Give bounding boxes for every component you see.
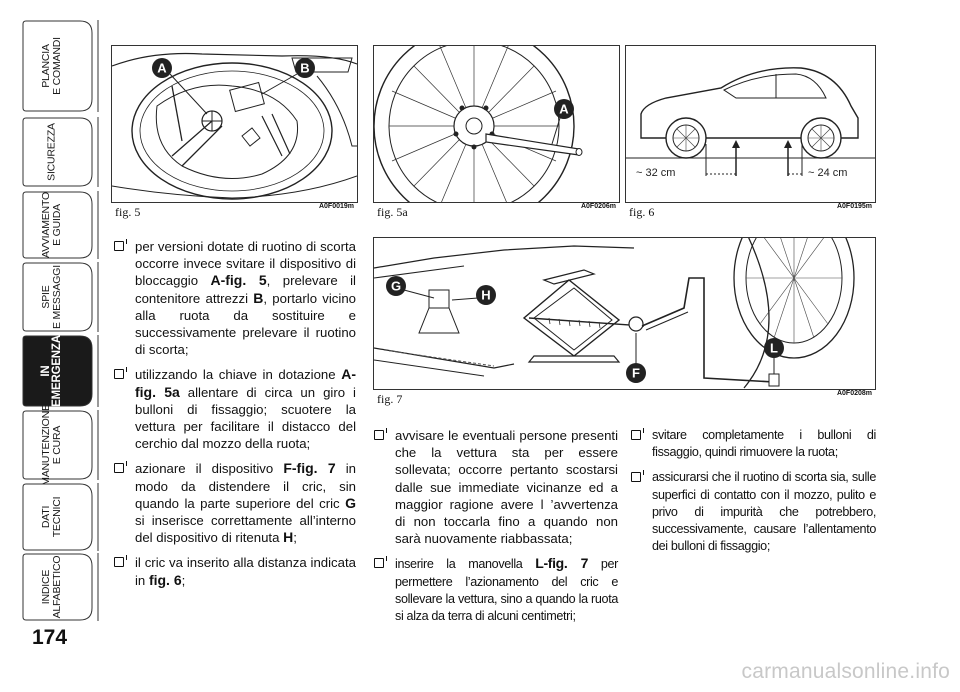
text-column-1: per versioni dotate di ruotino di scorta… [113,238,356,597]
sidebar-tab-4[interactable]: IN EMERGENZA [22,335,104,407]
list-item: assicurarsi che il ruotino di scorta sia… [630,469,876,555]
fig5-label-b: B [300,61,309,76]
list-item: utilizzando la chiave in dotazione A-fig… [113,366,356,452]
wheel-wrench-illustration: A [374,46,583,202]
checkbox-bullet-icon [114,367,127,380]
figure-6: ~ 32 cm ~ 24 cm fig. 6 A0F0195m [625,45,876,230]
checkbox-bullet-icon [631,428,644,440]
checkbox-bullet-icon [631,470,644,483]
figure-5: A B fig. 5 A0F0019m [111,45,358,230]
tab-shape [22,262,99,332]
sidebar-tab-0[interactable]: PLANCIA E COMANDI [22,20,104,112]
figure-7: G H F L fig. 7 A0F0208m [373,237,876,412]
checkbox-bullet-icon [114,555,127,568]
tab-shape [22,335,99,407]
fig7-label-l: L [770,341,778,356]
spare-wheel-illustration: A B [112,52,357,200]
chapter-sidebar: PLANCIA E COMANDI SICUREZZA AVVIAMENTO E G… [0,0,110,692]
tab-shape [22,483,99,551]
fig7-label-h: H [481,288,490,303]
checkbox-bullet-icon [114,461,127,474]
list-item: il cric va inserito alla distanza indica… [113,554,356,588]
sidebar-tab-label: SICUREZZA [45,123,58,181]
list-item: avvisare le eventuali persone presenti c… [373,427,618,547]
sidebar-tab-2[interactable]: AVVIAMENTO E GUIDA [22,191,104,259]
sidebar-tab-label: DATI TECNICI [40,496,63,538]
fig5-label-a: A [157,61,167,76]
tab-shape [22,117,99,187]
sidebar-tab-label: AVVIAMENTO E GUIDA [40,192,63,258]
fig5a-label-a: A [559,102,569,117]
figure-5-code: A0F0019m [318,203,354,210]
jack-operation-illustration: G H F L [374,238,855,389]
figure-6-caption: fig. 6 [629,205,655,219]
sidebar-tab-label: SPIE E MESSAGGI [40,265,63,329]
list-item: per versioni dotate di ruotino di scorta… [113,238,356,358]
list-item: azionare il dispositivo F-fig. 7 in modo… [113,460,356,546]
sidebar-tab-label: MANUTENZIONE E CURA [40,404,63,486]
figure-5a: A fig. 5a A0F0206m [373,45,620,230]
sidebar-tab-6[interactable]: DATI TECNICI [22,483,104,551]
tab-shape [22,191,99,259]
sidebar-tab-label: PLANCIA E COMANDI [40,37,63,95]
figure-7-caption: fig. 7 [377,392,403,406]
figure-5a-code: A0F0206m [580,203,616,210]
list-item: inserire la manovella L-fig. 7 per perme… [373,555,618,625]
sidebar-tab-label: IN EMERGENZA [40,335,63,407]
sidebar-tab-5[interactable]: MANUTENZIONE E CURA [22,404,104,486]
sidebar-tab-7[interactable]: INDICE ALFABETICO [22,553,104,621]
checkbox-bullet-icon [114,239,127,251]
fig6-dimension-rear: ~ 24 cm [808,167,847,179]
text-column-2: avvisare le eventuali persone presenti c… [373,427,618,633]
fig7-label-g: G [391,279,401,294]
figure-5-caption: fig. 5 [115,205,141,219]
tab-shape [22,410,99,480]
figure-6-code: A0F0195m [836,203,872,210]
text-column-3: svitare completamente i bulloni di fissa… [630,427,876,563]
figure-5a-caption: fig. 5a [377,205,408,219]
tab-shape [22,20,99,112]
sidebar-tab-label: INDICE ALFABETICO [40,555,63,619]
list-item: svitare completamente i bulloni di fissa… [630,427,876,461]
figure-7-code: A0F0208m [836,390,872,397]
car-jack-points-illustration: ~ 32 cm ~ 24 cm [626,67,875,179]
page-number: 174 [32,626,68,649]
sidebar-tab-1[interactable]: SICUREZZA [22,117,104,187]
fig6-dimension-front: ~ 32 cm [636,167,675,179]
checkbox-bullet-icon [374,556,387,569]
sidebar-tab-3[interactable]: SPIE E MESSAGGI [22,262,104,332]
watermark: carmanualsonline.info [741,660,950,683]
tab-shape [22,553,99,621]
fig7-label-f: F [632,366,640,381]
checkbox-bullet-icon [374,428,387,440]
